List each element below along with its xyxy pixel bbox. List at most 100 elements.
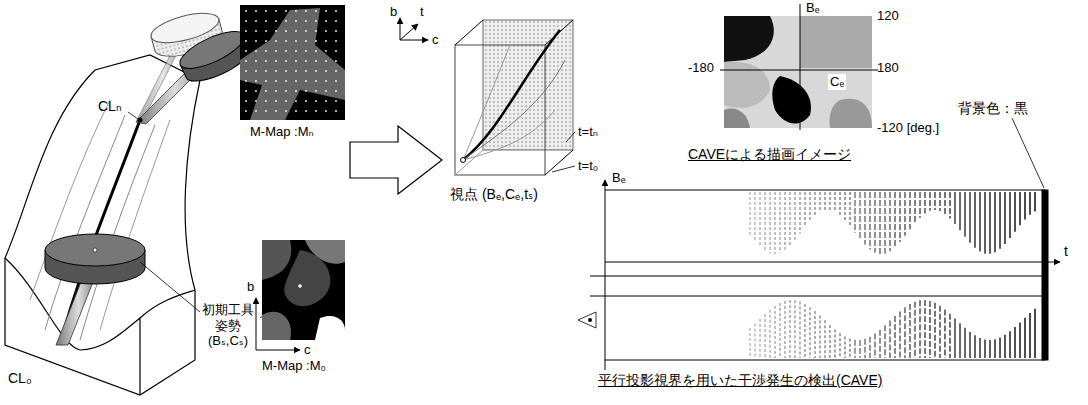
tick-label: 180 (877, 60, 899, 76)
map-dot (285, 10, 287, 12)
tool-initial (45, 234, 145, 345)
stripe (914, 302, 916, 358)
tool-final (136, 7, 255, 124)
map-dot (325, 90, 327, 92)
map-dot (305, 80, 307, 82)
map-dot (305, 40, 307, 42)
map-dot (315, 110, 317, 112)
stripe (944, 192, 946, 214)
stripe (829, 325, 831, 358)
map-dot (275, 100, 277, 102)
stripe (974, 192, 976, 248)
map-dot (315, 10, 317, 12)
stripe (1024, 318, 1026, 358)
leader-line (128, 112, 138, 119)
map-caption: M-Map :M₀ (262, 358, 326, 374)
map-dot (275, 80, 277, 82)
map-dot (295, 80, 297, 82)
stripe (799, 302, 801, 358)
stripe (854, 340, 856, 358)
map-dot (285, 20, 287, 22)
point-label: CL₀ (8, 370, 32, 387)
transform-arrow (350, 126, 442, 194)
axis-label: t (1064, 243, 1068, 260)
stripe (769, 192, 771, 253)
stripe (1019, 322, 1021, 358)
stripe (1034, 192, 1036, 212)
stripe (1024, 192, 1026, 220)
map-dot (275, 10, 277, 12)
map-dot (245, 70, 247, 72)
stripe (949, 314, 951, 358)
stripe (824, 320, 826, 358)
map-dot (255, 40, 257, 42)
stripe (989, 192, 991, 254)
stripe (974, 335, 976, 358)
stripe (754, 192, 756, 241)
map-dot (335, 110, 337, 112)
stripe (1009, 192, 1011, 238)
stripe (1004, 335, 1006, 358)
time-label: t=t₀ (578, 158, 598, 174)
map-dot (255, 50, 257, 52)
map-dot (245, 60, 247, 62)
stripe (779, 192, 781, 253)
stripe (969, 332, 971, 358)
map-dot (275, 110, 277, 112)
stripe (764, 192, 766, 251)
stripe (879, 330, 881, 358)
map-dot (295, 30, 297, 32)
map-dot (315, 70, 317, 72)
stripe (874, 192, 876, 253)
stripe (889, 192, 891, 251)
stripe (794, 300, 796, 358)
map-dot (295, 110, 297, 112)
stripe (789, 192, 791, 245)
stripe (809, 307, 811, 358)
map-dot (325, 70, 327, 72)
map-dot (335, 30, 337, 32)
tick-label: -120 [deg.] (877, 120, 939, 136)
stripe (994, 339, 996, 358)
tick-label: 120 (877, 8, 899, 24)
map-dot (335, 10, 337, 12)
stripe (879, 192, 881, 254)
stripe (914, 192, 916, 223)
stripe (804, 192, 806, 227)
map-dot (315, 20, 317, 22)
leader-line (140, 262, 200, 312)
stripe (969, 192, 971, 243)
map-dot (305, 50, 307, 52)
axis-label: t (420, 4, 424, 20)
stripe (859, 192, 861, 239)
workpiece (5, 55, 200, 395)
map-dot (265, 110, 267, 112)
cave-image (720, 4, 878, 130)
axis-label: b (247, 279, 254, 295)
map-dot (275, 90, 277, 92)
map-dot (255, 20, 257, 22)
map-dot (285, 80, 287, 82)
axis-label: c (304, 342, 311, 358)
stripe (909, 304, 911, 358)
map-dot (245, 20, 247, 22)
stripe (979, 192, 981, 252)
map-dot (265, 80, 267, 82)
axis-label: b (390, 4, 397, 20)
stripe (1029, 313, 1031, 358)
map-dot (325, 30, 327, 32)
stripe (1009, 331, 1011, 358)
callout-label: 初期工具 姿勢 (Bₛ,Cₛ) (200, 302, 256, 349)
map-dot (255, 100, 257, 102)
map-dot (285, 90, 287, 92)
map-dot (335, 90, 337, 92)
map-dot (315, 90, 317, 92)
map-dot (295, 90, 297, 92)
stripe (919, 192, 921, 218)
stripe (794, 192, 796, 240)
map-dot (245, 80, 247, 82)
map-dot (245, 90, 247, 92)
leader-line (1012, 118, 1044, 188)
axis-label: Bₑ (612, 170, 626, 186)
